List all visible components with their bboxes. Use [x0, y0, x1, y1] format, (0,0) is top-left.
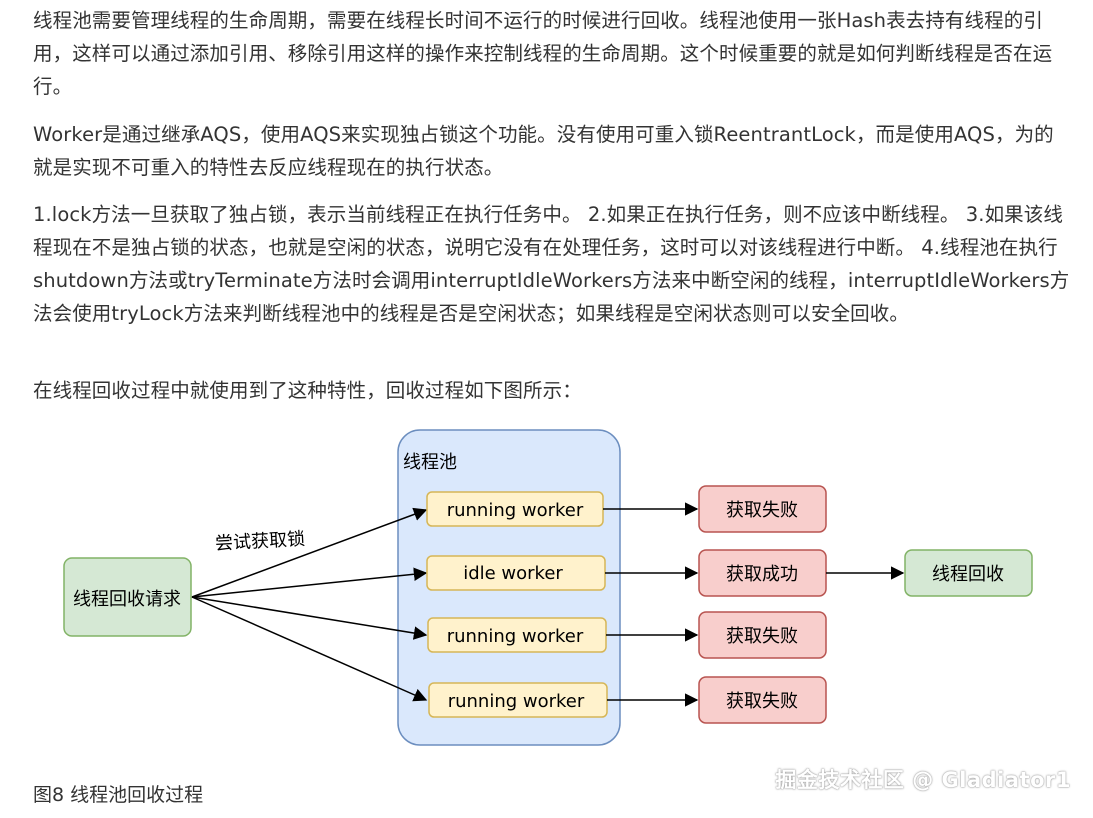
recycle-request-label: 线程回收请求 — [73, 589, 181, 610]
figure-caption: 图8 线程池回收过程 — [33, 784, 204, 806]
edge-request-worker-3 — [191, 596, 428, 640]
edge-request-worker-4 — [191, 596, 428, 702]
thread-recycle-label: 线程回收 — [932, 564, 1004, 585]
thread-recycle-node — [904, 549, 1033, 597]
paragraph-pool-lifecycle: 线程池需要管理线程的生命周期，需要在线程长时间不运行的时候进行回收。线程池使用一… — [33, 9, 1053, 98]
paragraph-lock-steps: 1.lock方法一旦获取了独占锁，表示当前线程正在执行任务中。 2.如果正在执行… — [33, 203, 1070, 325]
worker-label-3: running worker — [447, 626, 584, 647]
worker-label-4: running worker — [448, 691, 585, 712]
edge-request-worker-2 — [191, 567, 428, 598]
watermark: 掘金技术社区 @ Gladiator1 — [775, 768, 1071, 792]
recycle-request-node — [63, 557, 192, 637]
worker-label-1: running worker — [447, 500, 584, 521]
recycle-process-diagram: 线程池 线程回收请求 尝试获取锁 running worker idle wor… — [63, 429, 1033, 746]
paragraph-worker-aqs: Worker是通过继承AQS，使用AQS来实现独占锁这个功能。没有使用可重入锁R… — [33, 123, 1054, 179]
paragraph-diagram-intro: 在线程回收过程中就使用到了这种特性，回收过程如下图所示： — [33, 379, 582, 402]
edge-request-worker-1 — [191, 507, 428, 598]
result-node-4 — [698, 676, 827, 724]
try-lock-edge-label: 尝试获取锁 — [215, 529, 306, 555]
result-node-3 — [698, 611, 827, 659]
thread-pool-label: 线程池 — [403, 452, 457, 473]
result-label-2: 获取成功 — [726, 564, 798, 585]
worker-label-2: idle worker — [463, 563, 563, 584]
result-label-3: 获取失败 — [726, 626, 798, 647]
result-label-4: 获取失败 — [726, 691, 798, 712]
result-node-1 — [698, 485, 827, 533]
result-label-1: 获取失败 — [726, 500, 798, 521]
